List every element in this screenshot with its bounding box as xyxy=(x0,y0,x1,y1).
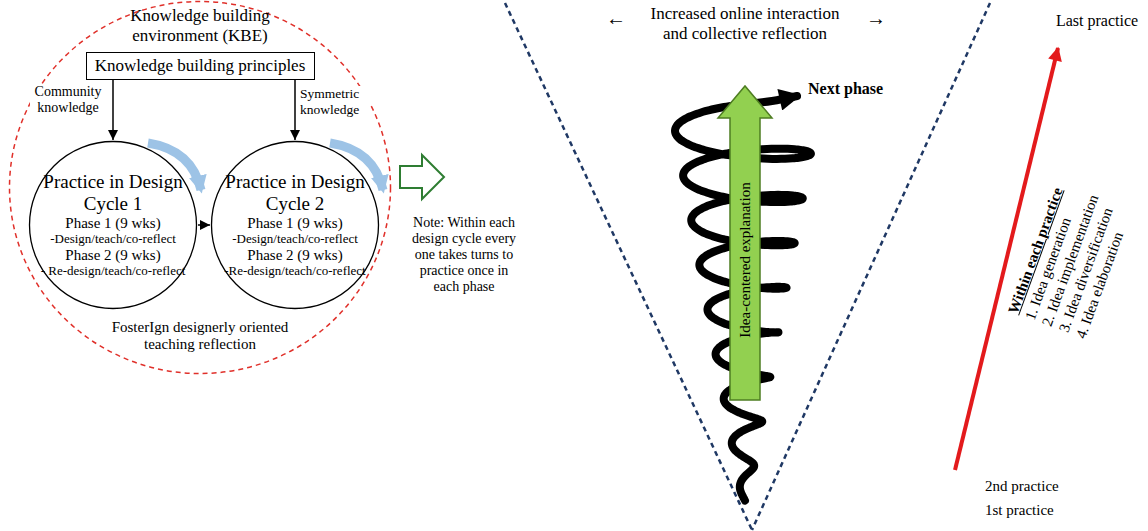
box-label: Knowledge building principles xyxy=(95,56,306,76)
practice-label: 1st practice xyxy=(985,502,1054,519)
practice-list: Within each practice1. Idea generation2.… xyxy=(1004,169,1140,341)
design-cycle-circle: Practice in Design Cycle 1Phase 1 (9 wks… xyxy=(28,140,198,310)
funnel-line xyxy=(752,3,990,530)
phase-heading: Phase 1 (9 wks) xyxy=(220,215,370,232)
explanation-arrow xyxy=(718,86,772,400)
dashed-boundary xyxy=(10,2,391,374)
funnel-caption: Increased online interaction and collect… xyxy=(640,4,850,43)
direction-arrow: ← xyxy=(604,7,628,30)
flow-arrow xyxy=(400,155,444,199)
arrow-label: Idea-centered explanation xyxy=(735,160,755,360)
note-text: Note: Within each design cycle every one… xyxy=(410,215,518,295)
principles-box: Knowledge building principles xyxy=(86,52,315,80)
phase-activity: -Re-design/teach/co-reflect xyxy=(220,264,370,279)
circle-border xyxy=(30,142,197,309)
phase-heading: Phase 1 (9 wks) xyxy=(38,215,188,232)
connector-arrow xyxy=(198,224,210,226)
phase-label: Next phase xyxy=(808,80,883,98)
phase-activity: -Design/teach/co-reflect xyxy=(38,232,188,247)
phase-activity: - Re-design/teach/co-reflect xyxy=(38,264,188,279)
practice-label: Last practice xyxy=(1050,12,1144,30)
region-caption: FosterIgn designerly oriented teaching r… xyxy=(100,319,300,354)
phase-heading: Phase 2 (9 wks) xyxy=(220,247,370,264)
phase-activity: -Design/teach/co-reflect xyxy=(220,232,370,247)
funnel-line xyxy=(505,3,752,530)
phase-heading: Phase 2 (9 wks) xyxy=(38,247,188,264)
cycle-heading: Practice in Design Cycle 1 xyxy=(38,171,188,215)
environment-region: Knowledge building environment (KBE) Fost… xyxy=(8,0,392,375)
edge-label: Symmetric knowledge xyxy=(300,86,370,117)
edge-label: Community knowledge xyxy=(30,84,106,116)
design-cycle-circle: Practice in Design Cycle 2Phase 1 (9 wks… xyxy=(210,140,380,310)
direction-arrow: → xyxy=(864,7,888,30)
connector-arrow xyxy=(294,80,296,140)
region-heading: Knowledge building environment (KBE) xyxy=(115,6,285,45)
circle-border xyxy=(212,142,379,309)
practice-label: 2nd practice xyxy=(985,478,1059,495)
cycle-heading: Practice in Design Cycle 2 xyxy=(220,171,370,215)
connector-arrow xyxy=(112,80,114,140)
